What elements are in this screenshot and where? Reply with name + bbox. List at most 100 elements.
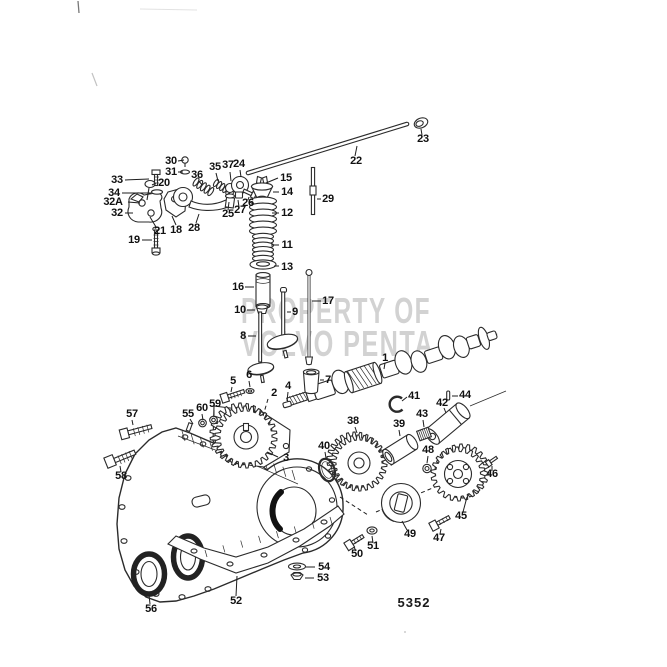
- part-label-55: 55: [182, 408, 194, 420]
- part-label-10: 10: [234, 304, 246, 316]
- leader-20: [151, 182, 157, 186]
- part-label-32: 32: [111, 207, 123, 219]
- part-label-25: 25: [222, 208, 234, 220]
- part-label-54: 54: [318, 561, 331, 573]
- leader-58: [119, 465, 122, 473]
- scan-artifacts: [77, 0, 406, 633]
- part-label-22: 22: [350, 155, 362, 167]
- part-label-44: 44: [459, 389, 472, 401]
- bolt-50: [343, 533, 365, 552]
- part-label-15: 15: [280, 172, 292, 184]
- part-label-16: 16: [232, 281, 244, 293]
- leader-51: [371, 535, 374, 544]
- part-label-13: 13: [281, 261, 293, 273]
- leader-15: [265, 177, 279, 184]
- nut-59: [209, 415, 218, 425]
- part-label-3: 3: [283, 452, 289, 464]
- part-label-20: 20: [158, 177, 170, 189]
- snap-ring-41: [388, 395, 404, 413]
- part-label-60: 60: [196, 402, 208, 414]
- bushing-39: [381, 433, 419, 466]
- valve-guide-16: [255, 272, 271, 309]
- leader-52: [235, 575, 238, 597]
- washer-34: [150, 189, 164, 195]
- part-label-40: 40: [318, 440, 330, 452]
- screw-19: [151, 226, 161, 256]
- plate-hatching: [204, 516, 333, 558]
- leader-2: [262, 398, 269, 417]
- rocker-assembly: [127, 156, 258, 256]
- valve-lifter-7: [302, 368, 320, 395]
- part-label-30: 30: [165, 155, 177, 167]
- cover-slot: [191, 494, 211, 508]
- part-label-27: 27: [234, 204, 246, 216]
- leader-38: [354, 426, 358, 434]
- valve-9: [266, 286, 299, 359]
- callout-leaders: [119, 128, 493, 605]
- part-label-5: 5: [230, 375, 236, 387]
- spring-36: [192, 177, 215, 197]
- leader-24: [239, 169, 242, 178]
- watermark-line-1: PROPERTY OF: [241, 290, 431, 331]
- part-label-8: 8: [240, 330, 246, 342]
- washer-51: [366, 526, 378, 535]
- leader-4: [286, 391, 289, 402]
- part-label-28: 28: [188, 222, 200, 234]
- leader-37: [229, 171, 232, 182]
- stud-29: [309, 166, 317, 216]
- leader-23: [420, 128, 423, 136]
- drive-sleeve-42: [424, 402, 471, 445]
- part-label-6: 6: [246, 369, 252, 381]
- part-label-2: 2: [271, 387, 277, 399]
- leader-55: [189, 418, 194, 425]
- part-label-1: 1: [382, 352, 388, 364]
- part-label-43: 43: [416, 408, 428, 420]
- part-label-29: 29: [322, 193, 334, 205]
- part-label-7: 7: [325, 374, 331, 386]
- leader-25: [227, 201, 230, 211]
- part-label-26: 26: [242, 197, 254, 209]
- leader-56: [148, 594, 151, 605]
- leader-36: [198, 180, 203, 186]
- leader-32A: [127, 201, 141, 204]
- leader-6: [248, 380, 251, 388]
- part-label-18: 18: [170, 224, 182, 236]
- part-label-46: 46: [486, 468, 498, 480]
- part-label-31: 31: [165, 166, 177, 178]
- camshaft-1: [286, 326, 498, 407]
- part-label-14: 14: [281, 186, 294, 198]
- part-label-33: 33: [111, 174, 123, 186]
- part-label-47: 47: [433, 532, 445, 544]
- washer-54: [287, 562, 307, 571]
- plug-23: [413, 117, 429, 129]
- screw-46: [484, 455, 499, 468]
- part-label-59: 59: [209, 398, 221, 410]
- leader-47: [439, 528, 442, 535]
- ring-40: [317, 457, 337, 483]
- leader-45: [462, 496, 468, 513]
- part-label-38: 38: [347, 415, 359, 427]
- part-label-36: 36: [191, 169, 203, 181]
- gear-38: [326, 431, 388, 492]
- leader-33: [124, 178, 150, 181]
- washer-25: [224, 193, 236, 199]
- part-label-9: 9: [292, 306, 298, 318]
- watermark: PROPERTY OF VOLVO PENTA: [241, 290, 432, 364]
- part-label-50: 50: [351, 548, 363, 560]
- leader-30: [177, 159, 185, 162]
- rocker-shaft-22: [245, 121, 410, 176]
- part-label-51: 51: [367, 540, 379, 552]
- leader-26: [247, 196, 250, 201]
- figure-number: 5352: [398, 595, 431, 610]
- valve-8: [247, 311, 275, 384]
- leader-22: [354, 145, 358, 157]
- part-label-32A: 32A: [103, 196, 123, 208]
- part-label-48: 48: [422, 444, 434, 456]
- valve-spring-inner-11: [251, 232, 275, 263]
- nut-20: [144, 179, 156, 201]
- nut-53: [290, 571, 304, 581]
- leader-41: [401, 396, 408, 402]
- spring-seat-13: [249, 259, 277, 270]
